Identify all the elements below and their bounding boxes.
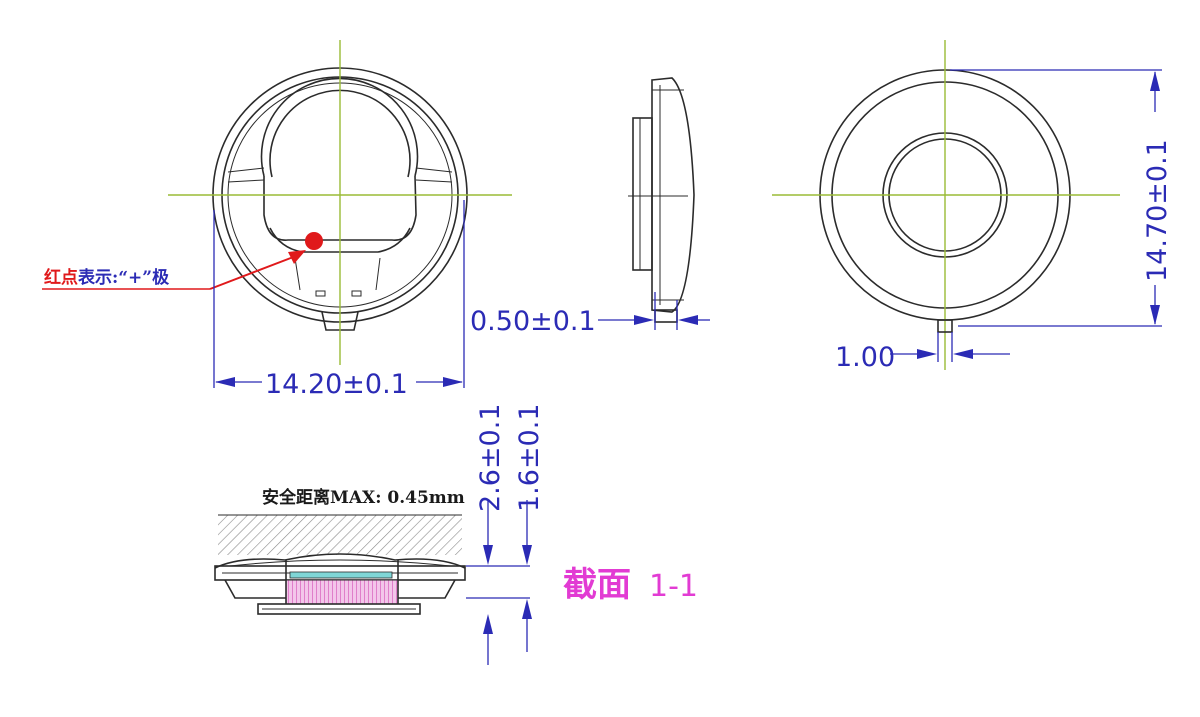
section-title-cn: 截面 [563,565,631,605]
side-thickness-label: 0.50±0.1 [470,306,596,337]
section-view [214,500,532,665]
section-title: 截面 1-1 [563,565,698,605]
section-height-total-label: 2.6±0.1 [475,403,506,512]
front-width-dimension [213,200,465,388]
polarity-leader-line [209,255,297,290]
membrane-cyan-layer [289,571,393,579]
front-view [42,40,512,365]
front-width-label: 14.20±0.1 [265,369,408,400]
back-tab-label: 1.00 [835,342,895,373]
section-title-num: 1-1 [649,569,698,604]
polarity-note-rest: 表示:“+”极 [78,267,169,288]
side-view [598,77,710,330]
back-diameter-label: 14.70±0.1 [1142,139,1173,282]
section-hatch [218,515,462,555]
polarity-note: 红点表示:“+”极 [44,267,169,288]
safety-distance-note: 安全距离MAX: 0.45mm [262,487,465,508]
polarity-leader-arrow [288,250,306,264]
polarity-note-red: 红点 [44,267,78,288]
polarity-red-dot [305,232,323,250]
section-height-body-label: 1.6±0.1 [514,403,545,512]
back-view [772,40,1162,370]
membrane-pink-layer [285,579,399,605]
